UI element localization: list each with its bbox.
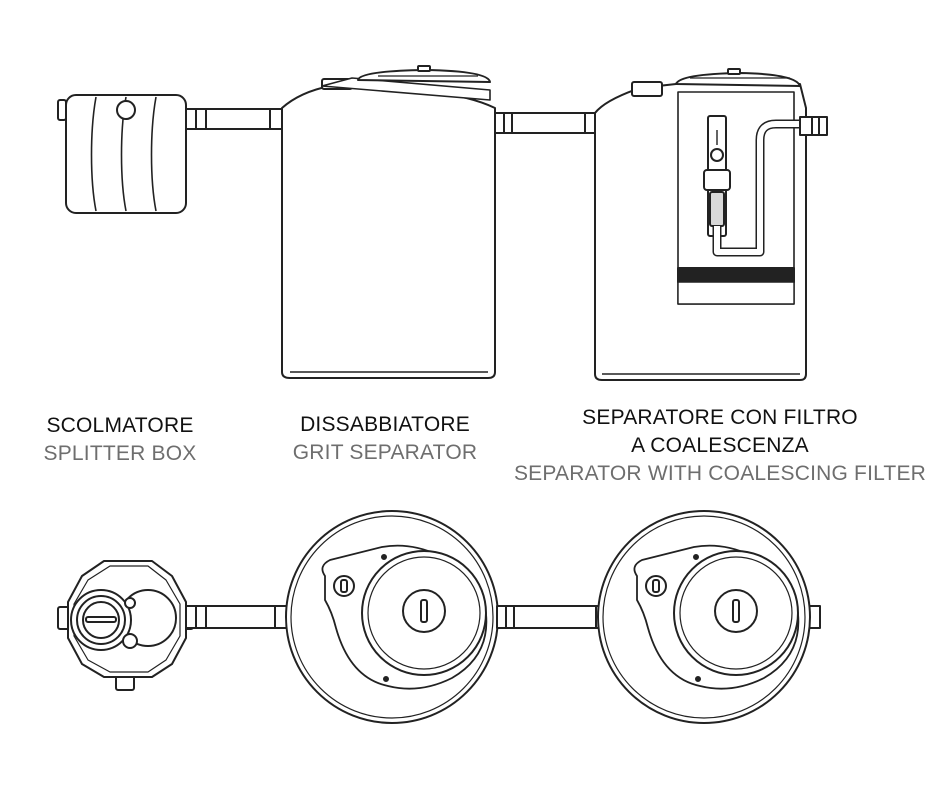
grit-separator-plan bbox=[285, 510, 499, 724]
grit-separator-title-it: DISSABBIATORE bbox=[300, 413, 470, 436]
splitter-box-label: SCOLMATORE SPLITTER BOX bbox=[30, 412, 210, 468]
pipe-splitter-grit-elevation bbox=[185, 108, 283, 130]
grit-separator-title-en: GRIT SEPARATOR bbox=[292, 441, 478, 464]
coalescing-separator-label: SEPARATORE CON FILTRO A COALESCENZA SEPA… bbox=[500, 404, 940, 488]
coalescing-separator-elevation bbox=[594, 68, 828, 381]
coalescing-separator-title-it-line2: A COALESCENZA bbox=[631, 434, 809, 457]
pipe-grit-coalescing-elevation bbox=[494, 112, 596, 134]
coalescing-separator-title-it-line1: SEPARATORE CON FILTRO bbox=[582, 406, 858, 429]
grit-separator-elevation bbox=[281, 65, 496, 379]
splitter-box-title-it: SCOLMATORE bbox=[46, 414, 194, 437]
coalescing-separator-plan bbox=[597, 510, 821, 724]
pipe-splitter-grit-plan bbox=[185, 605, 288, 629]
splitter-box-elevation bbox=[57, 94, 187, 214]
coalescing-separator-title-en: SEPARATOR WITH COALESCING FILTER bbox=[513, 462, 927, 485]
splitter-box-plan bbox=[57, 560, 194, 691]
splitter-box-title-en: SPLITTER BOX bbox=[43, 442, 197, 465]
pipe-grit-coalescing-plan bbox=[496, 605, 606, 629]
grit-separator-label: DISSABBIATORE GRIT SEPARATOR bbox=[270, 411, 500, 467]
